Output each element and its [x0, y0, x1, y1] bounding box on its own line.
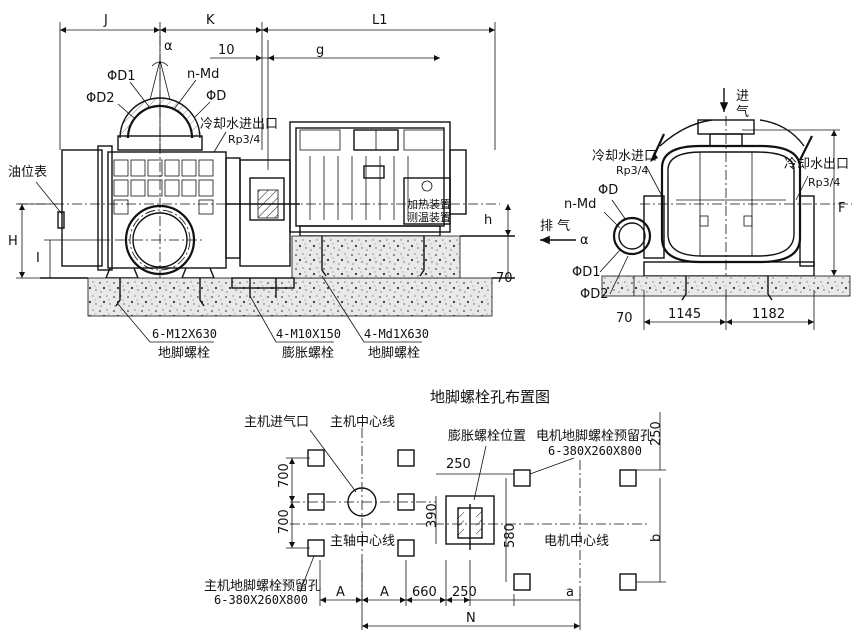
plan-motor-center: 电机中心线	[544, 534, 609, 549]
dim-10: 10	[218, 43, 235, 58]
plan-main-holes-2: 6-380X260X800	[214, 593, 308, 607]
side-cooling-out: 冷却水出口	[784, 157, 849, 172]
side-view: 进 气 排 气 冷却水进口	[540, 88, 852, 330]
label-d: ΦD	[206, 89, 226, 104]
plan-dim-a1: A	[336, 585, 345, 600]
label-alpha: α	[164, 39, 173, 54]
label-nmd: n-Md	[187, 67, 219, 82]
side-d1: ΦD1	[572, 265, 601, 280]
bolt-2-name: 膨胀螺栓	[282, 346, 334, 361]
dim-70: 70	[496, 271, 513, 286]
bolt-3-name: 地脚螺栓	[368, 345, 420, 361]
plan-main-center: 主机中心线	[330, 415, 395, 430]
plan-dim-250-mid: 250	[446, 457, 471, 472]
bolt-1-spec: 6-M12X630	[152, 327, 217, 341]
dim-l1: L1	[372, 13, 388, 28]
side-dim-1145: 1145	[668, 307, 701, 322]
dim-k: K	[206, 13, 215, 28]
dim-j: J	[103, 13, 108, 28]
label-heater-1: 加热装置	[407, 198, 451, 211]
plan-dim-a2: A	[380, 585, 389, 600]
plan-motor-holes-1: 电机地脚螺栓预留孔	[536, 428, 653, 444]
side-rp-left: Rp3/4	[616, 164, 648, 177]
bolt-2-spec: 4-M10X150	[276, 327, 341, 341]
plan-expansion-pos: 膨胀螺栓位置	[448, 429, 526, 444]
label-heater-2: 测温装置	[407, 211, 451, 224]
plan-dim-660: 660	[412, 585, 437, 600]
plan-view: 地脚螺栓孔布置图 主机进气口 主机中心线 膨胀螺栓位置 电机地脚螺栓预留孔 6-…	[204, 388, 666, 630]
plan-dim-580: 580	[503, 523, 518, 548]
side-d: ΦD	[598, 183, 618, 198]
dim-h-small: h	[484, 213, 492, 228]
plan-shaft-center: 主轴中心线	[330, 534, 395, 549]
side-cooling-in: 冷却水进口	[592, 149, 657, 164]
side-exhaust: 排 气	[540, 218, 570, 234]
side-70: 70	[616, 311, 633, 326]
plan-dim-n: N	[466, 611, 476, 626]
label-d1: ΦD1	[107, 69, 136, 84]
plan-dim-a-small: a	[566, 585, 574, 600]
label-cooling: 冷却水进出口	[200, 117, 278, 132]
side-dim-1182: 1182	[752, 307, 785, 322]
dim-h-big: H	[8, 234, 18, 249]
front-view: J K L1 10 g α ΦD1 n-Md ΦD2 ΦD 冷却水进出口 Rp3…	[8, 13, 515, 361]
label-d2: ΦD2	[86, 91, 115, 106]
label-rp: Rp3/4	[228, 133, 260, 146]
side-f: F	[838, 201, 845, 216]
side-inlet-1: 进	[736, 89, 749, 104]
side-d2: ΦD2	[580, 287, 609, 302]
plan-dim-250-top: 250	[649, 421, 664, 446]
side-rp-right: Rp3/4	[808, 176, 840, 189]
plan-dim-250-bot: 250	[452, 585, 477, 600]
plan-main-inlet: 主机进气口	[244, 414, 309, 430]
side-alpha: α	[580, 233, 589, 248]
plan-dim-700-b: 700	[277, 509, 292, 534]
bolt-3-spec: 4-Md1X630	[364, 327, 429, 341]
dim-i: I	[36, 251, 40, 266]
plan-main-holes-1: 主机地脚螺栓预留孔	[204, 578, 321, 594]
plan-motor-holes-2: 6-380X260X800	[548, 444, 642, 458]
dim-g: g	[316, 43, 324, 58]
label-oil: 油位表	[8, 165, 47, 180]
plan-dim-b: b	[649, 534, 664, 542]
plan-title: 地脚螺栓孔布置图	[430, 388, 550, 406]
side-inlet-2: 气	[736, 104, 749, 120]
side-nmd: n-Md	[564, 197, 596, 212]
bolt-1-name: 地脚螺栓	[158, 345, 210, 361]
plan-dim-390: 390	[425, 503, 440, 528]
plan-dim-700-a: 700	[277, 463, 292, 488]
